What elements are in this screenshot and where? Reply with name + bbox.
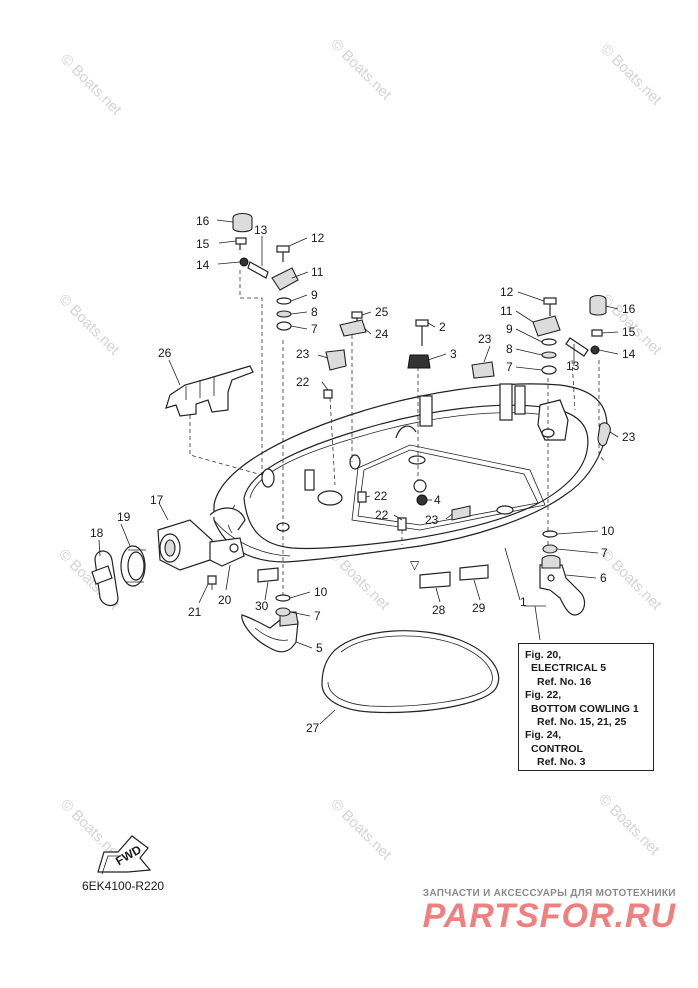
callout-17: 17 <box>150 493 164 507</box>
dashed-leaders <box>189 270 606 600</box>
callout-12: 12 <box>500 285 514 299</box>
callout-16: 16 <box>196 214 210 228</box>
callout-14: 14 <box>196 258 210 272</box>
watermark: © Boats.net <box>327 36 395 104</box>
decal-mark: ▽ <box>410 558 420 572</box>
callout-9: 9 <box>311 288 318 302</box>
callout-9: 9 <box>506 322 513 336</box>
callout-7: 7 <box>311 322 318 336</box>
callout-7: 7 <box>601 546 608 560</box>
callout-11: 11 <box>311 265 324 279</box>
brand-tagline: ЗАПЧАСТИ И АКСЕССУАРЫ ДЛЯ МОТОТЕХНИКИ <box>422 888 676 899</box>
callout-25: 25 <box>375 305 389 319</box>
callout-11: 11 <box>500 304 513 318</box>
callout-24: 24 <box>375 327 389 341</box>
callout-8: 8 <box>311 305 318 319</box>
callout-7: 7 <box>506 360 513 374</box>
ref-line: Ref. No. 16 <box>537 675 592 688</box>
wire-grommet-parts <box>91 507 246 607</box>
callout-23: 23 <box>296 347 310 361</box>
diagram-code: 6EK4100-R220 <box>82 879 165 893</box>
bracket-26 <box>165 365 254 417</box>
watermark: © Boats.net <box>597 41 665 109</box>
bottom-cowling <box>213 383 608 563</box>
callout-15: 15 <box>196 237 210 251</box>
ref-line: Fig. 24, <box>525 729 562 742</box>
callout-13: 13 <box>566 359 580 373</box>
callout-8: 8 <box>506 342 513 356</box>
ref-line: ELECTRICAL 5 <box>531 662 607 675</box>
callout-19: 19 <box>117 510 131 524</box>
callout-23: 23 <box>622 430 636 444</box>
watermark: © Boats.net <box>55 291 123 359</box>
callout-22: 22 <box>296 375 310 389</box>
callout-5: 5 <box>316 641 323 655</box>
ref-line: Fig. 22, <box>525 689 562 702</box>
callout-16: 16 <box>622 302 636 316</box>
fastener-stack-left <box>232 212 299 331</box>
callout-29: 29 <box>472 601 486 615</box>
ref-line: Fig. 20, <box>525 649 562 661</box>
watermark: © Boats.net <box>57 51 125 119</box>
brand-logo[interactable]: PARTSFOR.RU <box>422 897 676 935</box>
lever-6 <box>539 554 586 616</box>
ref-line: Ref. No. 3 <box>537 756 586 769</box>
callouts: 16 15 14 13 12 11 9 8 7 25 24 2 3 23 22 … <box>90 214 636 735</box>
handle-5 <box>241 611 299 653</box>
callout-4: 4 <box>434 493 441 507</box>
washers <box>275 530 558 617</box>
ref-line: Ref. No. 15, 21, 25 <box>537 716 627 729</box>
center-parts <box>323 311 611 531</box>
callout-23: 23 <box>478 332 492 346</box>
leader-lines <box>98 219 619 725</box>
decal-labels: ▽ <box>257 558 489 589</box>
callout-2: 2 <box>439 320 446 334</box>
ref-line: BOTTOM COWLING 1 <box>531 702 639 715</box>
callout-10: 10 <box>314 585 328 599</box>
callout-1: 1 <box>520 595 527 609</box>
reference-box: Fig. 20, ELECTRICAL 5 Ref. No. 16 Fig. 2… <box>518 643 654 771</box>
callout-22: 22 <box>374 489 388 503</box>
callout-15: 15 <box>622 325 636 339</box>
callout-23: 23 <box>425 513 439 527</box>
callout-22: 22 <box>375 508 389 522</box>
callout-12: 12 <box>311 231 325 245</box>
callout-27: 27 <box>306 721 320 735</box>
ref-line: CONTROL <box>531 742 583 755</box>
brand-block: ЗАПЧАСТИ И АКСЕССУАРЫ ДЛЯ МОТОТЕХНИКИ PA… <box>423 888 676 936</box>
seal-27 <box>321 630 500 714</box>
fastener-stack-right <box>532 294 607 375</box>
callout-14: 14 <box>622 347 636 361</box>
callout-13: 13 <box>254 223 268 237</box>
callout-10: 10 <box>601 524 615 538</box>
watermark: © Boats.net <box>327 796 395 864</box>
callout-3: 3 <box>450 347 457 361</box>
callout-26: 26 <box>158 346 172 360</box>
callout-7: 7 <box>314 609 321 623</box>
callout-28: 28 <box>432 603 446 617</box>
callout-21: 21 <box>188 605 202 619</box>
watermark: © Boats.net <box>595 791 663 859</box>
callout-30: 30 <box>255 599 269 613</box>
callout-18: 18 <box>90 526 104 540</box>
callout-20: 20 <box>218 593 232 607</box>
callout-6: 6 <box>600 571 607 585</box>
